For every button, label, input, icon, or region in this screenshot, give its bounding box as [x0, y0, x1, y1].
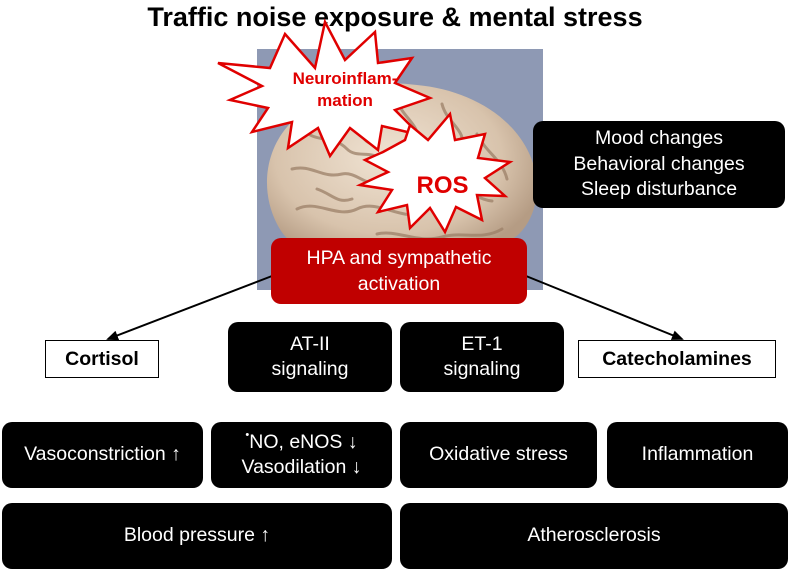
mood-behavior-sleep-box: Mood changes Behavioral changes Sleep di… — [533, 121, 785, 208]
inflammation-box: Inflammation — [607, 422, 788, 488]
arrow-to-cortisol — [106, 275, 273, 341]
no-enos-vasodilation-box: •NO, eNOS ↓ Vasodilation ↓ — [211, 422, 392, 488]
neuroinflammation-label: Neuroinflam- mation — [292, 69, 398, 111]
ros-label: ROS — [416, 172, 469, 199]
oxidative-stress-box: Oxidative stress — [400, 422, 597, 488]
catecholamines-box: Catecholamines — [578, 340, 776, 378]
hpa-sympathetic-activation-box: HPA and sympathetic activation — [271, 238, 527, 304]
blood-pressure-box: Blood pressure ↑ — [2, 503, 392, 569]
arrow-to-catecholamines — [525, 275, 684, 340]
at-ii-signaling-box: AT-II signaling — [228, 322, 392, 392]
et-1-signaling-box: ET-1 signaling — [400, 322, 564, 392]
atherosclerosis-box: Atherosclerosis — [400, 503, 788, 569]
cortisol-box: Cortisol — [45, 340, 159, 378]
vasoconstriction-box: Vasoconstriction ↑ — [2, 422, 203, 488]
